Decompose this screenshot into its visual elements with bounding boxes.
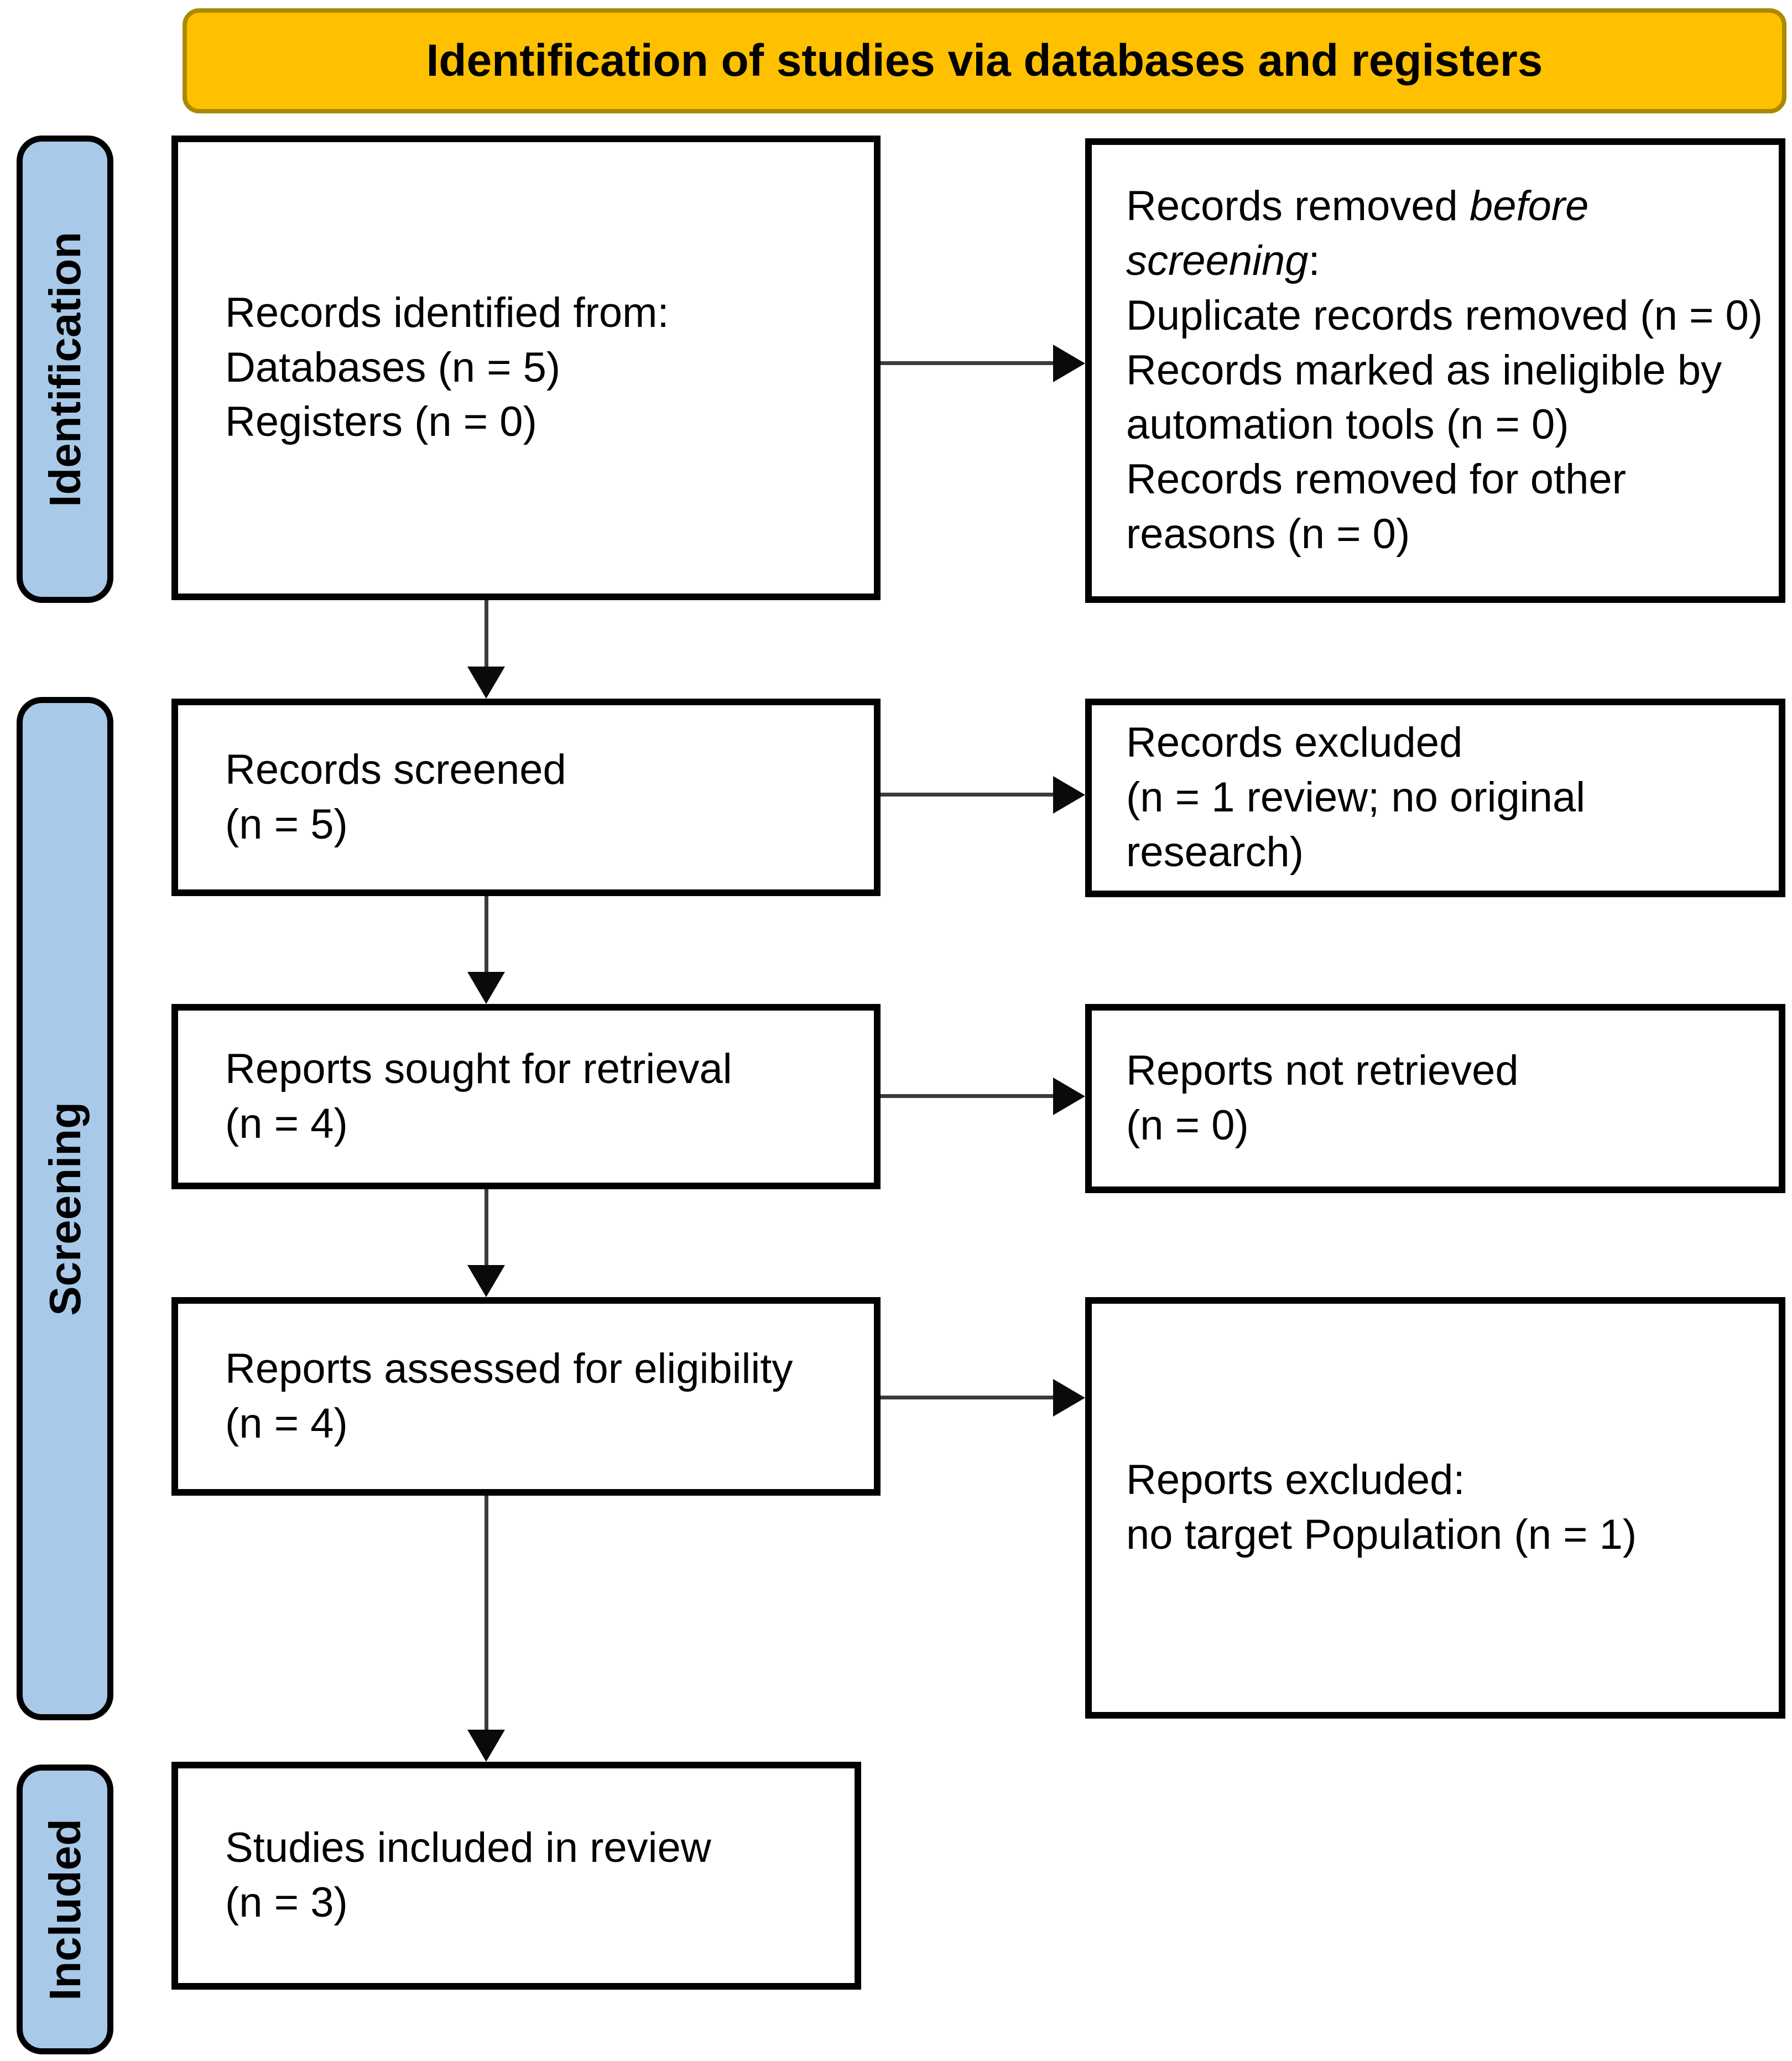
arrow-down-icon — [467, 1730, 505, 1762]
reports-assessed-title: Reports assessed for eligibility — [225, 1345, 793, 1392]
studies-included-title: Studies included in review — [225, 1824, 711, 1872]
box-reports-assessed: Reports assessed for eligibility (n = 4) — [171, 1297, 881, 1496]
arrow-down-icon — [467, 667, 505, 699]
records-excluded-count: (n = 1 review; no original research) — [1126, 774, 1586, 876]
arrow-identified-to-removed-line — [881, 361, 1053, 365]
records-excluded-title: Records excluded — [1126, 719, 1463, 767]
reports-not-retrieved-count: (n = 0) — [1126, 1102, 1249, 1149]
records-removed-intro-prefix: Records removed — [1126, 183, 1470, 230]
stage-label-included-text: Included — [40, 1818, 90, 2001]
box-records-identified: Records identified from: Databases (n = … — [171, 136, 881, 600]
stage-label-identification-text: Identification — [40, 231, 90, 507]
banner-title: Identification of studies via databases … — [183, 8, 1786, 113]
records-screened-count: (n = 5) — [225, 800, 348, 848]
box-studies-included: Studies included in review (n = 3) — [171, 1762, 861, 1990]
stage-label-screening-text: Screening — [40, 1101, 90, 1316]
box-reports-not-retrieved: Reports not retrieved (n = 0) — [1085, 1004, 1785, 1193]
records-identified-intro: Records identified from: — [225, 289, 669, 336]
arrow-sought-to-not-retrieved-line — [881, 1094, 1053, 1098]
reports-sought-count: (n = 4) — [225, 1100, 348, 1147]
stage-label-identification: Identification — [17, 136, 113, 603]
arrow-right-icon — [1053, 345, 1085, 382]
arrow-right-icon — [1053, 1379, 1085, 1417]
arrow-sought-to-assessed-line — [485, 1189, 488, 1265]
arrow-identified-to-screened-line — [485, 600, 488, 667]
records-removed-intro: Records removed before screening: — [1092, 179, 1779, 289]
reports-assessed-count: (n = 4) — [225, 1399, 348, 1447]
arrow-assessed-to-included-line — [485, 1496, 488, 1730]
records-screened-title: Records screened — [225, 746, 566, 793]
box-records-excluded: Records excluded (n = 1 review; no origi… — [1085, 699, 1785, 897]
records-removed-item: Duplicate records removed (n = 0) — [1126, 292, 1763, 339]
arrow-down-icon — [467, 972, 505, 1004]
stage-label-screening: Screening — [17, 697, 113, 1720]
reports-sought-title: Reports sought for retrieval — [225, 1045, 732, 1092]
records-identified-item: Registers (n = 0) — [225, 398, 537, 446]
arrow-right-icon — [1053, 1078, 1085, 1115]
reports-not-retrieved-title: Reports not retrieved — [1126, 1047, 1519, 1095]
records-removed-intro-italic: before screening — [1126, 183, 1589, 284]
records-removed-intro-suffix: : — [1308, 237, 1320, 284]
records-removed-item: Records removed for other reasons (n = 0… — [1126, 456, 1626, 558]
box-reports-excluded: Reports excluded: no target Population (… — [1085, 1297, 1785, 1719]
records-removed-item: Records marked as ineligible by automati… — [1126, 346, 1722, 449]
box-records-screened: Records screened (n = 5) — [171, 699, 881, 896]
reports-excluded-intro: Reports excluded: — [1126, 1456, 1465, 1504]
arrow-right-icon — [1053, 776, 1085, 814]
arrow-screened-to-excluded-line — [881, 793, 1053, 797]
box-records-removed-before-screening: Records removed before screening: Duplic… — [1085, 138, 1785, 603]
reports-excluded-item: no target Population (n = 1) — [1126, 1511, 1637, 1558]
arrow-down-icon — [467, 1265, 505, 1297]
arrow-assessed-to-excluded-line — [881, 1396, 1053, 1399]
box-reports-sought: Reports sought for retrieval (n = 4) — [171, 1004, 881, 1189]
records-identified-item: Databases (n = 5) — [225, 344, 561, 391]
stage-label-included: Included — [17, 1765, 113, 2054]
studies-included-count: (n = 3) — [225, 1879, 348, 1926]
arrow-screened-to-sought-line — [485, 896, 488, 972]
